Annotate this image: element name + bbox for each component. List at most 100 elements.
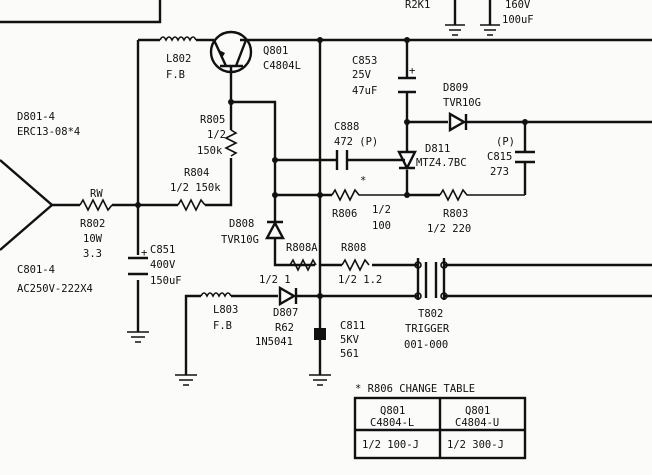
d811-label: D811 (425, 143, 450, 155)
d807-diode (278, 285, 298, 307)
d809-label: D809 (443, 82, 468, 94)
r804-label: R804 (184, 167, 209, 179)
r808-resistor (341, 258, 370, 272)
r802-watt: 10W (83, 233, 103, 245)
d801-4-bridge (0, 159, 54, 251)
r808a-label: R808A (286, 242, 318, 254)
p-label: (P) (496, 136, 515, 148)
t802-sub: TRIGGER (405, 323, 450, 335)
r806-resistor (331, 188, 405, 202)
d807-a: R62 (275, 322, 294, 334)
q801-transistor (209, 30, 253, 102)
d811-diode (397, 150, 417, 171)
c801-4-sub: AC250V-222X4 (17, 283, 93, 295)
ground-l803 (175, 374, 197, 386)
l803-inductor (200, 292, 232, 298)
r808-value: 1/2 1.2 (338, 274, 382, 286)
r802-value: 3.3 (83, 248, 102, 260)
l803-label: L803 (213, 304, 238, 316)
d807-b: 1N5041 (255, 336, 293, 348)
table-col2-head-a: Q801 (465, 405, 490, 417)
change-table (353, 396, 527, 460)
l802-label: L802 (166, 53, 191, 65)
l802-inductor (159, 36, 197, 42)
c888-label: C888 (334, 121, 359, 133)
d801-4-sub: ERC13-08*4 (17, 126, 80, 138)
ground-c851 (127, 331, 149, 343)
c811-value: 561 (340, 348, 359, 360)
c815-capacitor (515, 150, 535, 164)
r805-watt: 1/2 (207, 129, 226, 141)
r802-label: R802 (80, 218, 105, 230)
160v-label: 160V (505, 0, 531, 11)
c851-plus: + (141, 247, 147, 259)
d811-sub: MTZ4.7BC (416, 157, 467, 169)
l803-sub: F.B (213, 320, 232, 332)
table-col1-head-a: Q801 (380, 405, 405, 417)
r802-resistor (79, 198, 113, 212)
c851-value: 150uF (150, 275, 182, 287)
d808-wire (273, 195, 315, 267)
r808-label: R808 (341, 242, 366, 254)
c853-voltage: 25V (352, 69, 372, 81)
c815-label: C815 (487, 151, 512, 163)
r805-value: 150k (197, 145, 223, 157)
d809-diode (448, 111, 468, 133)
c853-wire (405, 40, 440, 197)
c851-capacitor (128, 256, 148, 276)
l802-sub: F.B (166, 69, 185, 81)
ground-top (445, 24, 500, 36)
c888-capacitor (335, 150, 349, 170)
star-mark: * (360, 175, 366, 187)
base-to-right-wire (231, 100, 277, 160)
t802-transformer (416, 258, 446, 300)
d801-4-label: D801-4 (17, 111, 55, 123)
r2k1-label: R2K1 (405, 0, 430, 11)
r805-label: R805 (200, 114, 225, 126)
c811-label: C811 (340, 320, 365, 332)
d808-sub: TVR10G (221, 234, 259, 246)
c815-value: 273 (490, 166, 509, 178)
top-cap-value: 100uF (502, 14, 534, 26)
c853-value: 47uF (352, 85, 377, 97)
d807-label: D807 (273, 307, 298, 319)
c888-value: 472 (P) (334, 136, 378, 148)
r803-label: R803 (443, 208, 468, 220)
r803-value: 1/2 220 (427, 223, 471, 235)
d808-diode (265, 220, 285, 240)
r806-label: R806 (332, 208, 357, 220)
r804-resistor (177, 198, 206, 212)
t802-value: 001-000 (404, 339, 448, 351)
q801-sub: C4804L (263, 60, 301, 72)
r808a-resistor (289, 258, 317, 272)
d808-label: D808 (229, 218, 254, 230)
d809-sub: TVR10G (443, 97, 481, 109)
table-col2-head-b: C4804-U (455, 417, 499, 429)
c811-capacitor (314, 328, 326, 340)
c853-label: C853 (352, 55, 377, 67)
r806-watt: 1/2 (372, 204, 391, 216)
ground-c811 (309, 374, 331, 386)
rw-label: RW (90, 188, 103, 200)
r803-resistor (439, 188, 525, 202)
r804-wire (205, 158, 233, 207)
c851-voltage: 400V (150, 259, 176, 271)
top-left-frame (0, 0, 162, 24)
table-col2-value: 1/2 300-J (447, 439, 504, 451)
table-col1-head-b: C4804-L (370, 417, 414, 429)
q801-label: Q801 (263, 45, 288, 57)
c853-plus: + (409, 65, 415, 77)
t802-wires (320, 263, 652, 298)
c811-voltage: 5KV (340, 334, 360, 346)
table-col1-value: 1/2 100-J (362, 439, 419, 451)
c801-4-label: C801-4 (17, 264, 55, 276)
change-table-title: * R806 CHANGE TABLE (355, 383, 475, 395)
l803-wire (184, 294, 320, 375)
top-right-wires (453, 0, 492, 25)
node-down-wire (273, 160, 332, 197)
r806-value: 100 (372, 220, 391, 232)
c851-label: C851 (150, 244, 175, 256)
t802-label: T802 (418, 308, 443, 320)
r805-resistor (224, 129, 238, 157)
